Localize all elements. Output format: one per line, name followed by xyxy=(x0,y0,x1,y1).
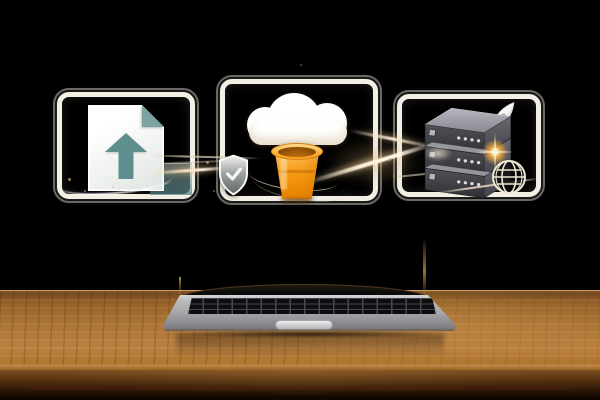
panel-upload-file xyxy=(53,88,199,203)
rocket-glint xyxy=(476,133,514,171)
bucket-opening xyxy=(278,146,316,157)
storage-bucket-icon xyxy=(271,143,323,203)
upload-arrow-icon xyxy=(105,133,147,152)
dust-speck xyxy=(213,190,215,192)
laptop-body xyxy=(163,295,456,331)
cloud-base xyxy=(249,119,347,145)
globe-icon xyxy=(492,160,526,194)
dust-speck xyxy=(112,186,114,188)
dust-speck xyxy=(393,175,395,177)
laptop-keyboard xyxy=(188,298,436,314)
dust-speck xyxy=(300,64,302,66)
dust-speck xyxy=(68,178,71,181)
desk-shadow-line xyxy=(30,388,570,389)
bucket-highlight xyxy=(280,156,287,190)
desk-front-glow xyxy=(0,370,600,400)
desk-front-bevel xyxy=(0,365,600,371)
laptop-shadow xyxy=(172,330,448,338)
laptop-trackpad xyxy=(276,321,332,329)
desk-front-face xyxy=(0,370,600,400)
dust-speck xyxy=(84,190,86,192)
light-artifact-left xyxy=(179,277,181,295)
laptop-reflection xyxy=(176,334,444,362)
cloud-icon xyxy=(247,93,349,147)
bucket-shadow xyxy=(281,198,313,203)
dust-speck xyxy=(206,161,209,164)
upload-arrow-stem xyxy=(119,151,134,179)
shield-check-icon xyxy=(218,154,249,196)
light-artifact-right xyxy=(423,241,426,296)
dust-speck xyxy=(388,158,391,161)
bucket-groove xyxy=(274,170,320,173)
streak-entry-glow xyxy=(424,146,452,161)
